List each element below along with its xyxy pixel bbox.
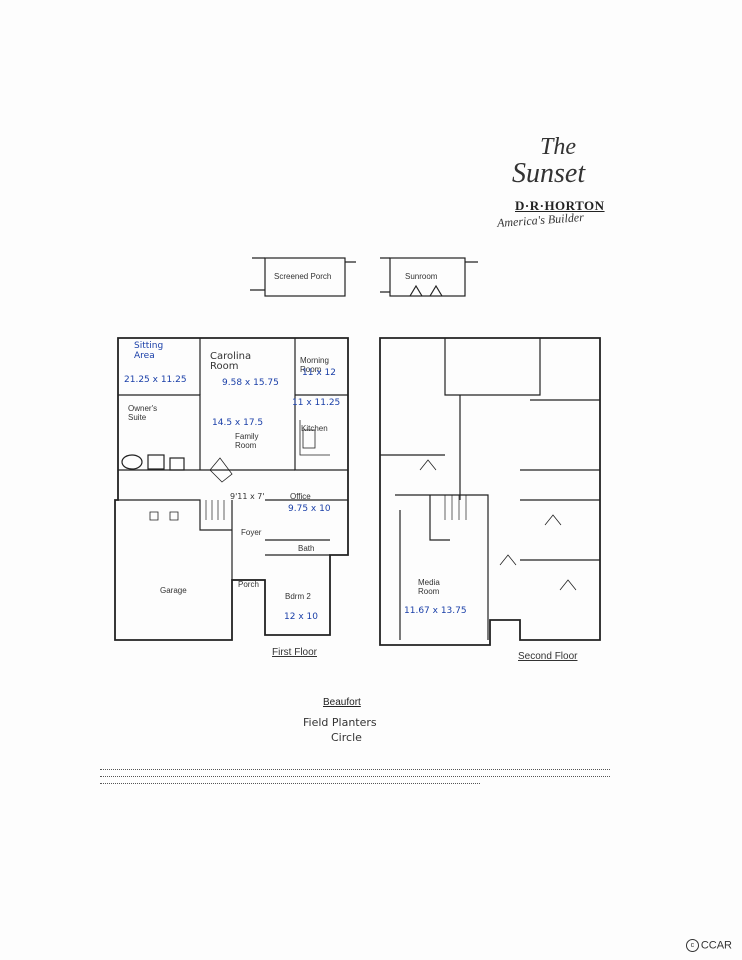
handwritten-sitting-dims: 21.25 x 11.25	[124, 375, 187, 385]
kitchen-label: Kitchen	[301, 424, 328, 433]
second-floor-plan	[379, 337, 601, 646]
plan-title-the: The	[540, 134, 576, 160]
handwritten-carolina-room: Carolina Room	[210, 351, 252, 372]
bdrm2-label: Bdrm 2	[285, 592, 311, 601]
second-floor-caption: Second Floor	[518, 651, 578, 662]
screened-porch-outline	[264, 257, 346, 297]
handwritten-kitchen-dims: 11 x 11.25	[292, 398, 341, 408]
first-floor-plan	[114, 337, 349, 641]
screened-porch-label: Screened Porch	[274, 272, 332, 281]
sunroom-outline	[389, 257, 466, 297]
builder-logo: D·R·HORTON	[515, 198, 605, 213]
morning-room-label: Morning Room	[300, 356, 329, 374]
media-room-label: Media Room	[418, 578, 440, 596]
handwritten-street-line2: Circle	[331, 731, 362, 744]
ccar-label: CCAR	[700, 939, 732, 952]
office-label: Office	[290, 492, 311, 501]
bath-label: Bath	[298, 544, 315, 553]
handwritten-carolina-dims: 9.58 x 15.75	[222, 378, 279, 388]
plan-title-name: Sunset	[512, 158, 586, 189]
handwritten-office-dims: 9.75 x 10	[288, 504, 331, 514]
sunroom-label: Sunroom	[405, 272, 438, 281]
handwritten-family-dims: 14.5 x 17.5	[212, 418, 264, 428]
garage-label: Garage	[160, 586, 187, 595]
handwritten-sitting-area: Sitting Area	[134, 341, 164, 361]
handwritten-bdrm2-dims: 12 x 10	[284, 612, 318, 622]
handwritten-hall-dims: 9'11 x 7'	[230, 492, 265, 501]
family-room-label: Family Room	[235, 432, 259, 450]
disclaimer-fine-print	[100, 766, 610, 784]
first-floor-caption: First Floor	[272, 647, 317, 658]
handwritten-street-line1: Field Planters	[303, 716, 377, 729]
community-name: Beaufort	[323, 697, 361, 708]
copyright-icon: c	[685, 939, 699, 952]
handwritten-morning-dims: 11 x 12	[302, 368, 336, 378]
foyer-label: Foyer	[241, 528, 262, 537]
handwritten-media-dims: 11.67 x 13.75	[404, 606, 467, 616]
owners-suite-label: Owner's Suite	[128, 404, 158, 422]
porch-label: Porch	[238, 580, 259, 589]
